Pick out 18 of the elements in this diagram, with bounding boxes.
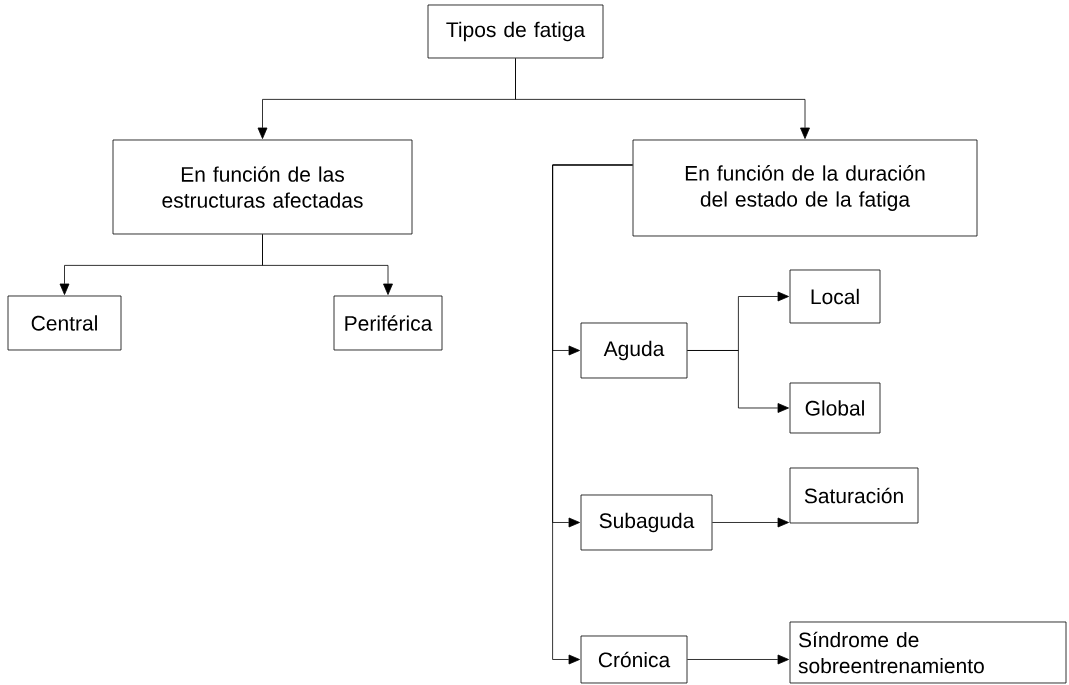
- category-box: Saturación: [789, 467, 919, 524]
- arrow: [687, 654, 789, 665]
- arrow: [687, 350, 789, 413]
- category-box: Tipos de fatiga: [427, 4, 604, 59]
- arrow: [262, 234, 393, 295]
- category-box: Síndrome de sobreentrenamiento: [789, 621, 1067, 684]
- arrow: [712, 517, 789, 528]
- category-box: Central: [7, 295, 122, 351]
- category-box: En función de las estructuras afectadas: [112, 139, 413, 235]
- category-box: En función de la duración del estado de la fatiga: [632, 139, 978, 237]
- category-box: Aguda: [580, 322, 688, 379]
- category-box: Global: [789, 382, 881, 434]
- category-box: Subaguda: [580, 494, 713, 551]
- category-box: Crónica: [580, 635, 688, 684]
- category-box: Periférica: [333, 295, 443, 351]
- arrow: [515, 58, 810, 139]
- category-box: Local: [789, 269, 881, 324]
- arrow: [552, 164, 633, 665]
